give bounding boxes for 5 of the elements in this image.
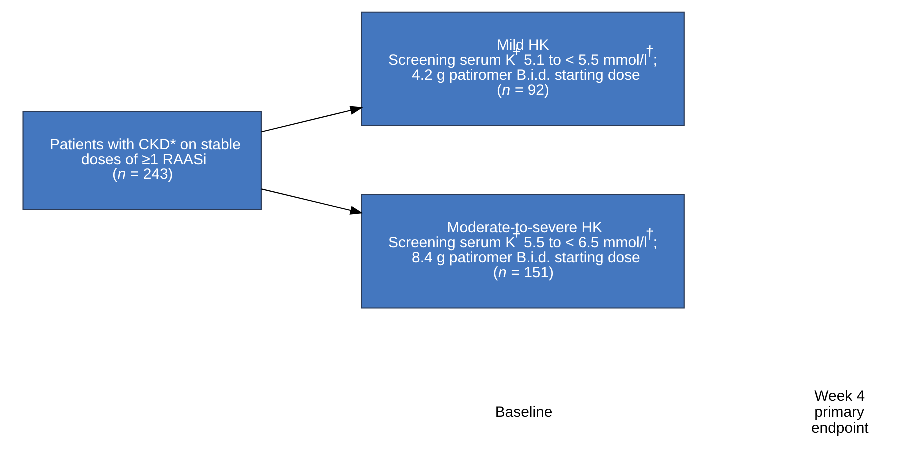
label: Baseline (494, 404, 552, 421)
arrow (261, 188, 363, 215)
arrow (261, 106, 363, 133)
node-box: Patients with CKD* on stable doses of ≥1 RAASi (n = 243) (22, 111, 262, 210)
label: Week 4 primary endpoint (810, 388, 868, 437)
